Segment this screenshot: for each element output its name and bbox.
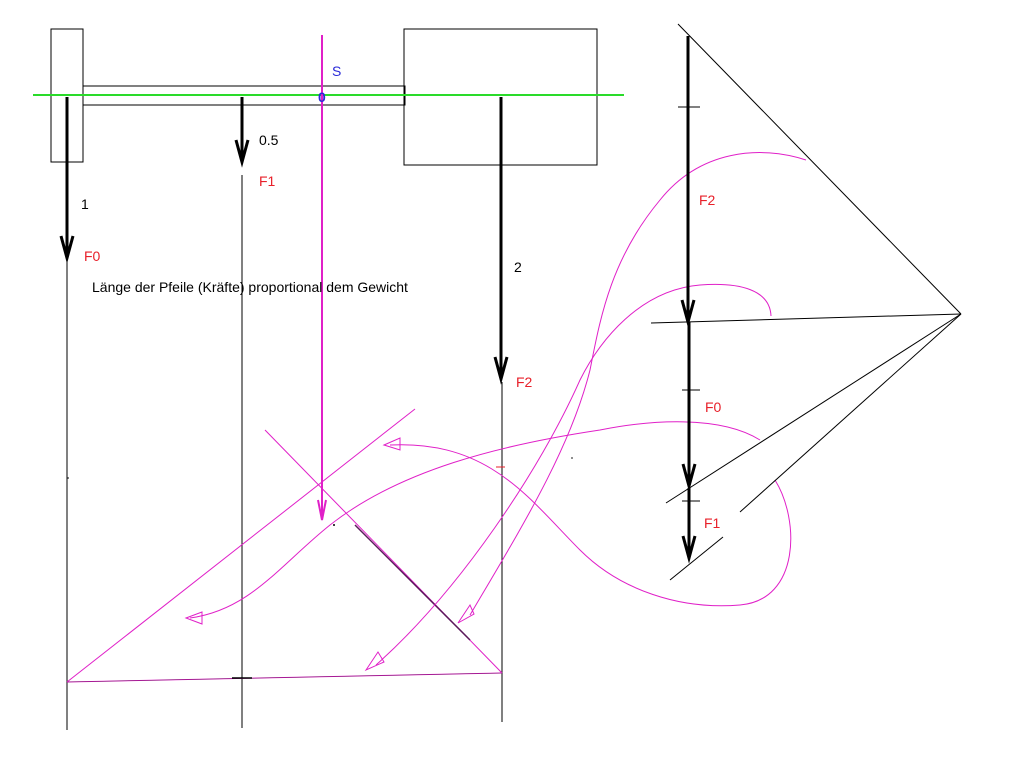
force-label-f0: F0	[84, 248, 101, 264]
polygon-arrow-f0-head	[681, 463, 697, 492]
polygon-label-f1: F1	[704, 515, 721, 531]
pole-ray-2	[665, 313, 962, 504]
center-mark: 0	[318, 89, 326, 105]
center-label: S	[332, 63, 341, 79]
curve-4	[389, 444, 792, 607]
pole-ray-0	[677, 23, 962, 315]
correspondence-curves	[184, 152, 807, 672]
resultant-arrowhead	[317, 499, 327, 521]
weight-label-f1: 0.5	[259, 132, 279, 148]
curve-1-head	[457, 603, 475, 624]
caption: Länge der Pfeile (Kräfte) proportional d…	[92, 279, 408, 295]
closing-line-shadow	[66, 672, 503, 683]
arrow-f1-head	[234, 139, 250, 168]
polygon-label-f0: F0	[705, 399, 722, 415]
polygon-label-f2: F2	[699, 192, 716, 208]
arrow-f0-head	[59, 235, 75, 264]
pole-ray-3	[669, 536, 724, 581]
curve-2	[375, 283, 772, 666]
force-label-f1: F1	[259, 173, 276, 189]
polygon-arrow-f1-head	[681, 535, 697, 564]
force-label-f2: F2	[516, 374, 533, 390]
weight-label-f2: 2	[514, 259, 522, 275]
arrow-f2-head	[493, 356, 509, 385]
beam-model: 0 S 1 0.5 2 F0 F1 F2 Länge der Pfeile (K…	[33, 28, 624, 730]
stray-dot-2	[571, 457, 573, 459]
curve-2-head	[364, 651, 385, 672]
pole-ray-3b	[739, 313, 962, 513]
string-right-dark	[354, 524, 471, 641]
pole-ray-1	[650, 313, 962, 324]
funicular-polygon	[66, 408, 505, 683]
string-left	[66, 408, 416, 683]
curve-1	[469, 152, 807, 616]
force-polygon: F2 F0 F1	[650, 23, 962, 581]
curve-3	[189, 421, 761, 619]
curve-3-head	[184, 611, 203, 625]
curve-4-head	[382, 437, 401, 451]
stray-dot-1	[333, 524, 335, 526]
weight-label-f0: 1	[81, 196, 89, 212]
